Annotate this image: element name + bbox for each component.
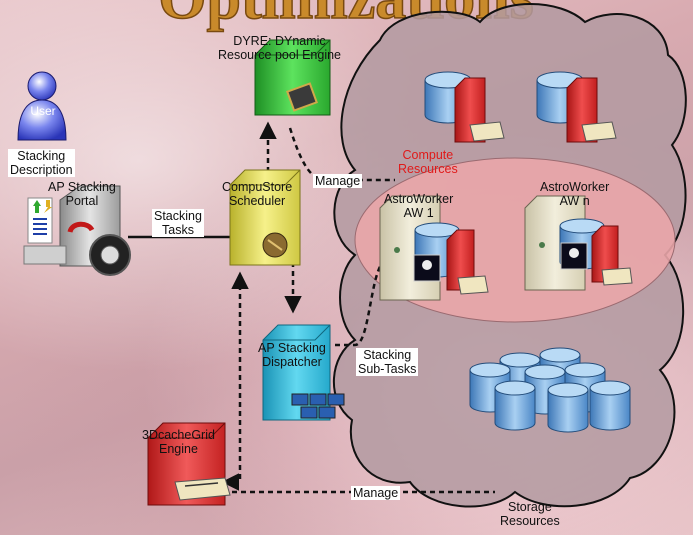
- ap-stacking-dispatcher-label: AP Stacking Dispatcher: [258, 341, 326, 369]
- stacking-description-label: Stacking Description: [8, 149, 75, 177]
- ap-stacking-portal-label: AP Stacking Portal: [48, 180, 116, 208]
- storage-cluster[interactable]: [469, 347, 631, 433]
- astronaut-icon: [560, 242, 588, 270]
- datacache-engine-label: 3DcacheGrid Engine: [142, 428, 215, 456]
- storage-db: [589, 380, 631, 431]
- stacking-tasks-label: Stacking Tasks: [152, 209, 204, 237]
- astroworker-n-label: AstroWorker AW n: [540, 180, 610, 208]
- dyre-label: DYRE: DYnamic Resource pool Engine: [218, 34, 341, 62]
- refresh-arrow-icon: [67, 221, 95, 233]
- user-label: User: [30, 104, 56, 118]
- datacache-to-scheduler-arrow: [221, 271, 249, 491]
- astroworker-n[interactable]: [524, 195, 633, 291]
- astroworker-1-label: AstroWorker AW 1: [384, 192, 454, 220]
- compute-resource-2[interactable]: [536, 71, 617, 143]
- compustore-scheduler-label: CompuStore Scheduler: [222, 180, 293, 208]
- manage-bottom-label: Manage: [351, 486, 401, 500]
- datacache-engine-server[interactable]: [147, 422, 231, 506]
- compute-resource-1[interactable]: [424, 71, 505, 143]
- dispatcher-to-workers-line: [335, 258, 386, 347]
- compute-resources-label: Compute Resources: [398, 148, 458, 176]
- upload-arrow-icon: [33, 200, 41, 213]
- stacking-subtasks-label: Stacking Sub-Tasks: [356, 348, 419, 376]
- manage-top-label: Manage: [313, 174, 363, 188]
- astroworker-1[interactable]: [379, 195, 489, 301]
- storage-resources-label: Storage Resources: [500, 500, 560, 528]
- user-icon[interactable]: [17, 71, 67, 141]
- monitors-icon: [291, 393, 345, 419]
- storage-db: [494, 380, 536, 431]
- ap-stacking-portal[interactable]: [23, 185, 131, 276]
- disk-drive-icon: [174, 477, 231, 501]
- download-arrow-icon: [44, 200, 52, 213]
- ap-stacking-dispatcher-server[interactable]: [262, 324, 345, 421]
- compustore-scheduler-server[interactable]: [229, 169, 301, 266]
- storage-db: [547, 382, 589, 433]
- cpu-chip-icon: [286, 82, 318, 112]
- dyre-server[interactable]: [254, 39, 331, 116]
